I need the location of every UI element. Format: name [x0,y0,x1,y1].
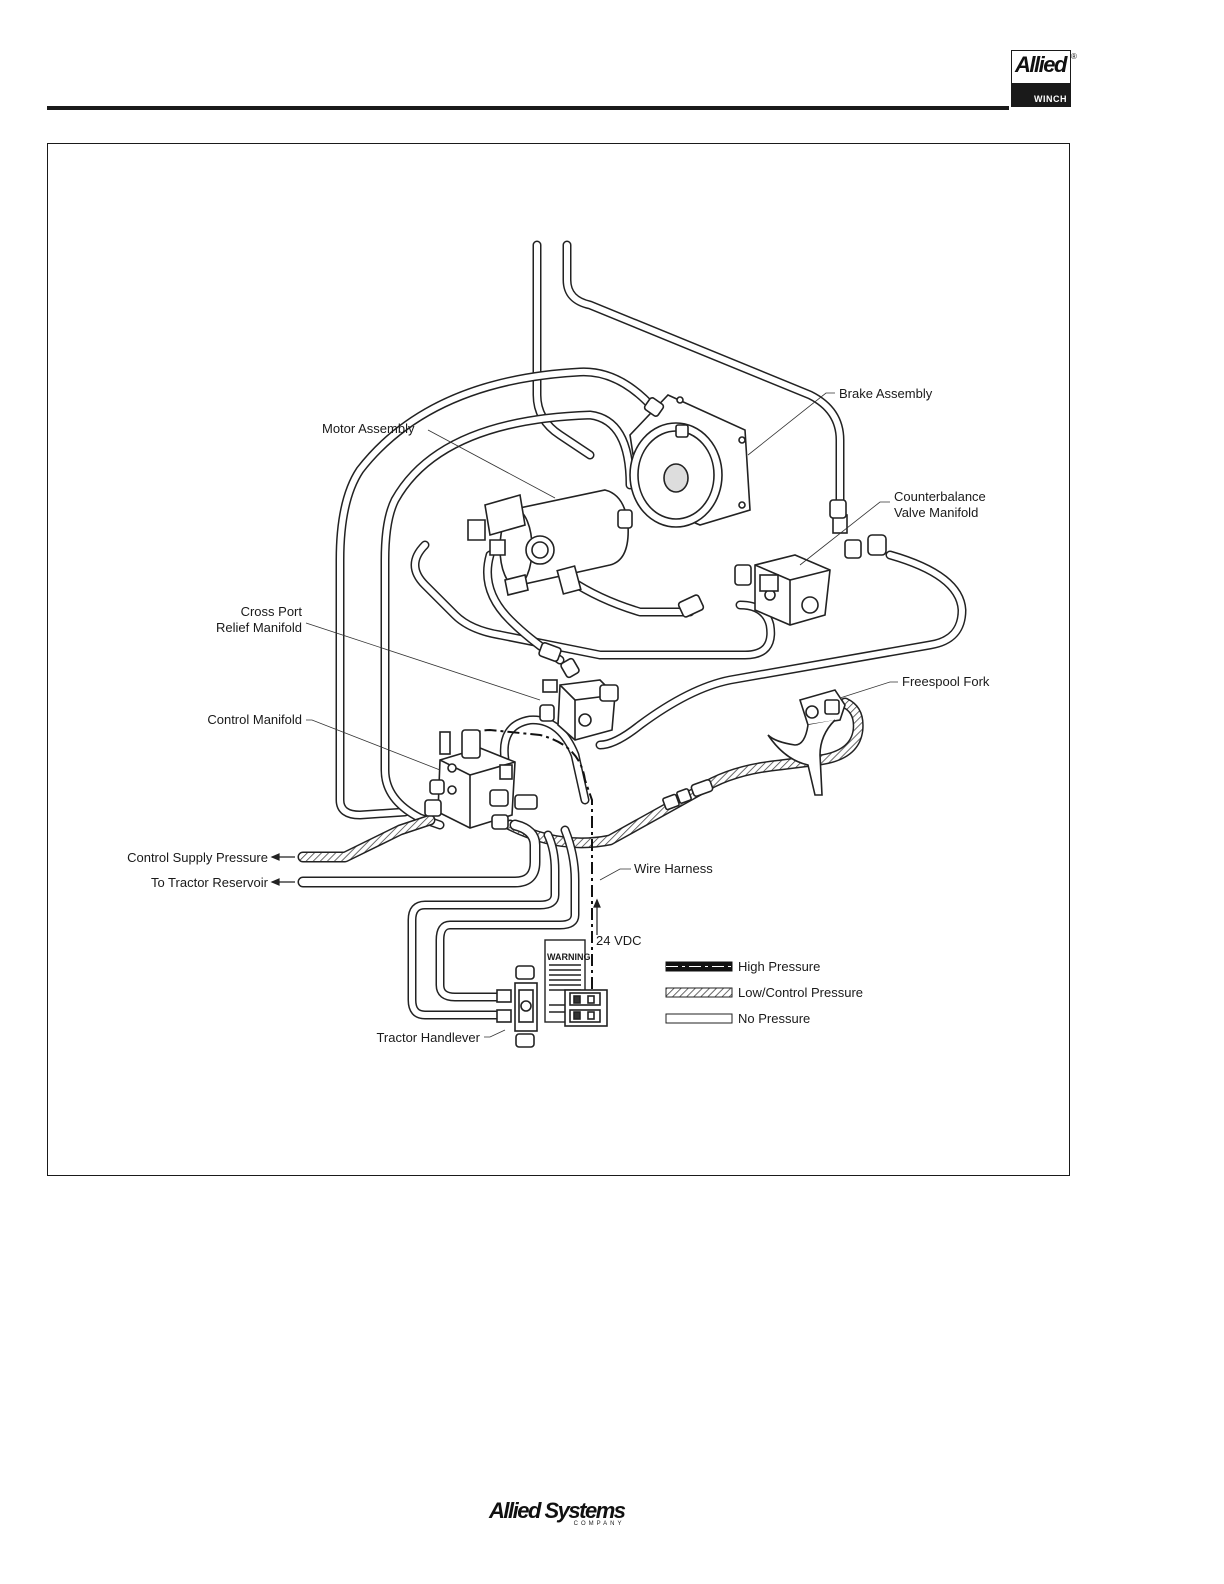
brake-assembly [630,395,750,527]
counterbalance-valve-manifold [735,515,886,625]
label-wire-harness: Wire Harness [634,861,713,876]
hose-lines [303,245,962,1015]
legend-none-label: No Pressure [738,1011,810,1026]
tractor-handlever [497,966,537,1047]
label-counterbalance-2: Valve Manifold [894,505,978,520]
footer-company: COMPANY [574,1521,625,1527]
label-counterbalance-1: Counterbalance [894,489,986,504]
legend-swatch-low [666,988,732,997]
control-manifold [425,730,537,829]
legend-low-label: Low/Control Pressure [738,985,863,1000]
legend-swatch-none [666,1014,732,1023]
label-24-vdc: 24 VDC [596,933,642,948]
allied-systems-logo: Allied Systems COMPANY [489,1498,625,1524]
warning-text: WARNING [547,952,591,962]
switch-box [565,990,607,1026]
freespool-fork [768,690,845,795]
label-tractor-handlever: Tractor Handlever [376,1030,480,1045]
label-brake-assembly: Brake Assembly [839,386,933,401]
label-to-tractor-reservoir: To Tractor Reservoir [151,875,269,890]
label-freespool-fork: Freespool Fork [902,674,990,689]
label-cross-port-1: Cross Port [241,604,303,619]
label-motor-assembly: Motor Assembly [322,421,415,436]
legend: High Pressure Low/Control Pressure No Pr… [666,959,863,1026]
label-control-manifold: Control Manifold [207,712,302,727]
label-cross-port-2: Relief Manifold [216,620,302,635]
label-control-supply-pressure: Control Supply Pressure [127,850,268,865]
legend-high-label: High Pressure [738,959,820,974]
